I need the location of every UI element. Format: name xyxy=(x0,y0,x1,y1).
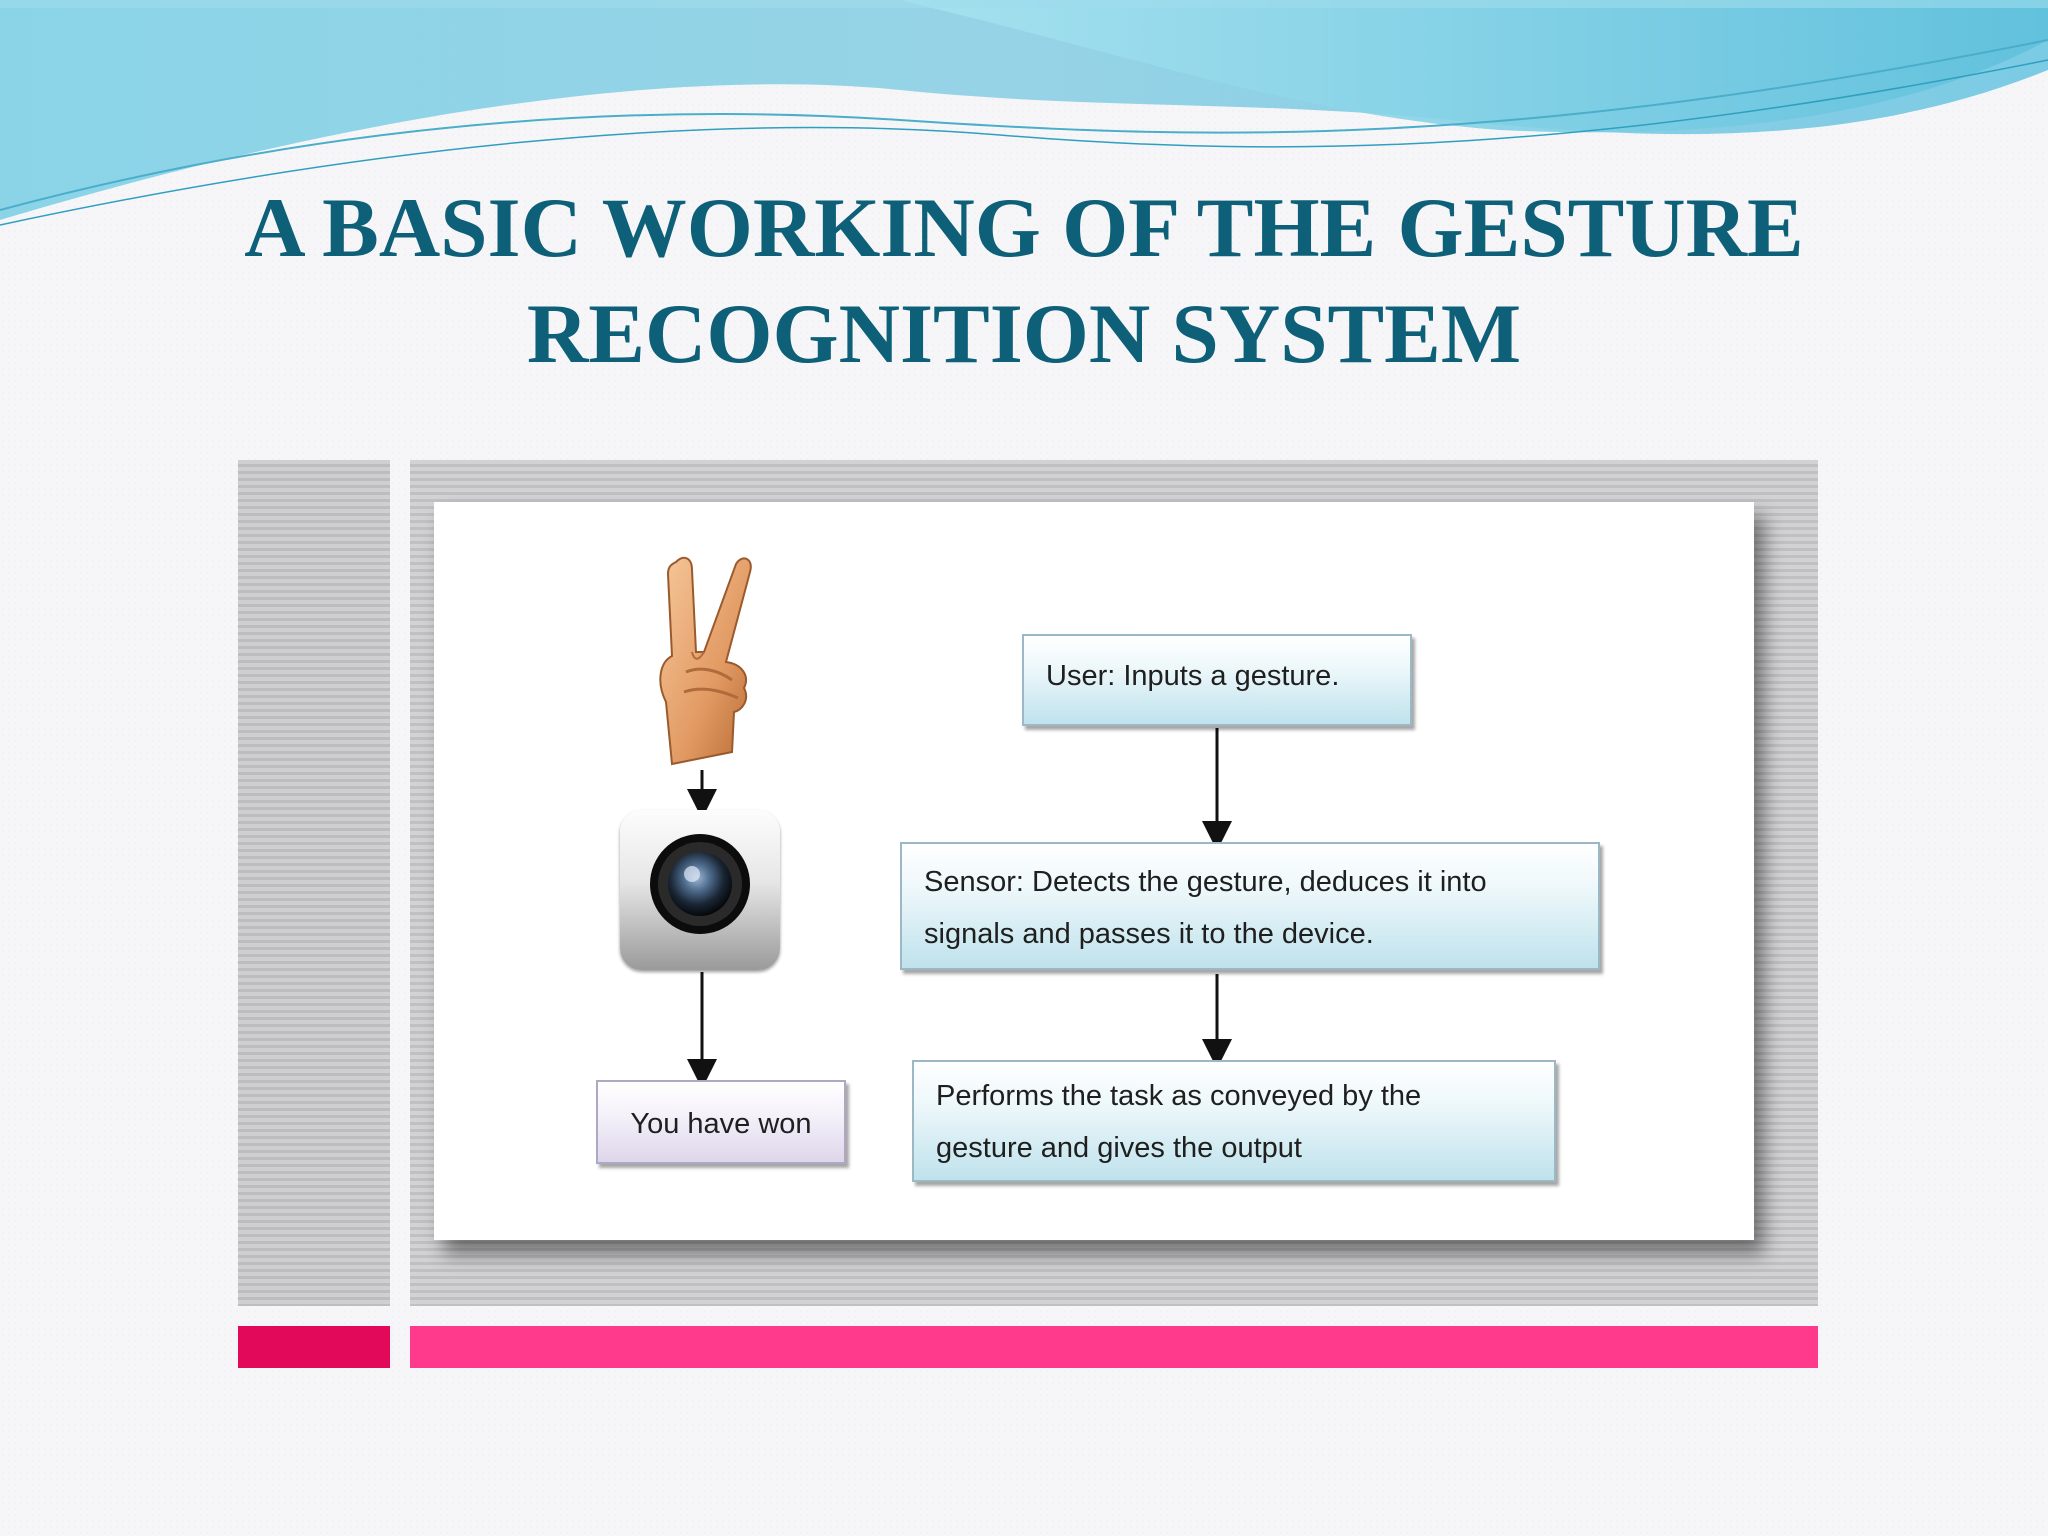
frame-left-accent-bar xyxy=(238,1326,390,1368)
flow-arrows xyxy=(687,728,1232,1089)
perform-text-line-1: Performs the task as conveyed by the xyxy=(936,1080,1422,1112)
diagram-figure: User: Inputs a gesture. Sensor: Detects … xyxy=(238,460,1818,1368)
slide-title-line-1: A BASIC WORKING OF THE GESTURE xyxy=(244,181,1804,275)
flow-box-perform-task: Performs the task as conveyed by the ges… xyxy=(912,1060,1556,1182)
hand-gesture-icon xyxy=(659,556,752,766)
flowchart-card: User: Inputs a gesture. Sensor: Detects … xyxy=(434,502,1754,1240)
result-text: You have won xyxy=(630,1108,812,1140)
sensor-text-line-1: Sensor: Detects the gesture, deduces it … xyxy=(924,866,1487,898)
user-input-text: User: Inputs a gesture. xyxy=(1046,660,1340,692)
camera-icon xyxy=(620,810,780,970)
flow-box-sensor: Sensor: Detects the gesture, deduces it … xyxy=(900,842,1600,970)
slide-title: A BASIC WORKING OF THE GESTURE RECOGNITI… xyxy=(0,175,2048,387)
flow-box-user-input: User: Inputs a gesture. xyxy=(1022,634,1412,726)
frame-left-strip xyxy=(238,460,390,1306)
slide-title-line-2: RECOGNITION SYSTEM xyxy=(526,287,1522,381)
header-wave-decoration xyxy=(0,0,2048,226)
frame-main-accent-bar xyxy=(410,1326,1818,1368)
flow-box-result: You have won xyxy=(596,1080,846,1164)
perform-text-line-2: gesture and gives the output xyxy=(936,1132,1302,1164)
sensor-text-line-2: signals and passes it to the device. xyxy=(924,918,1374,950)
